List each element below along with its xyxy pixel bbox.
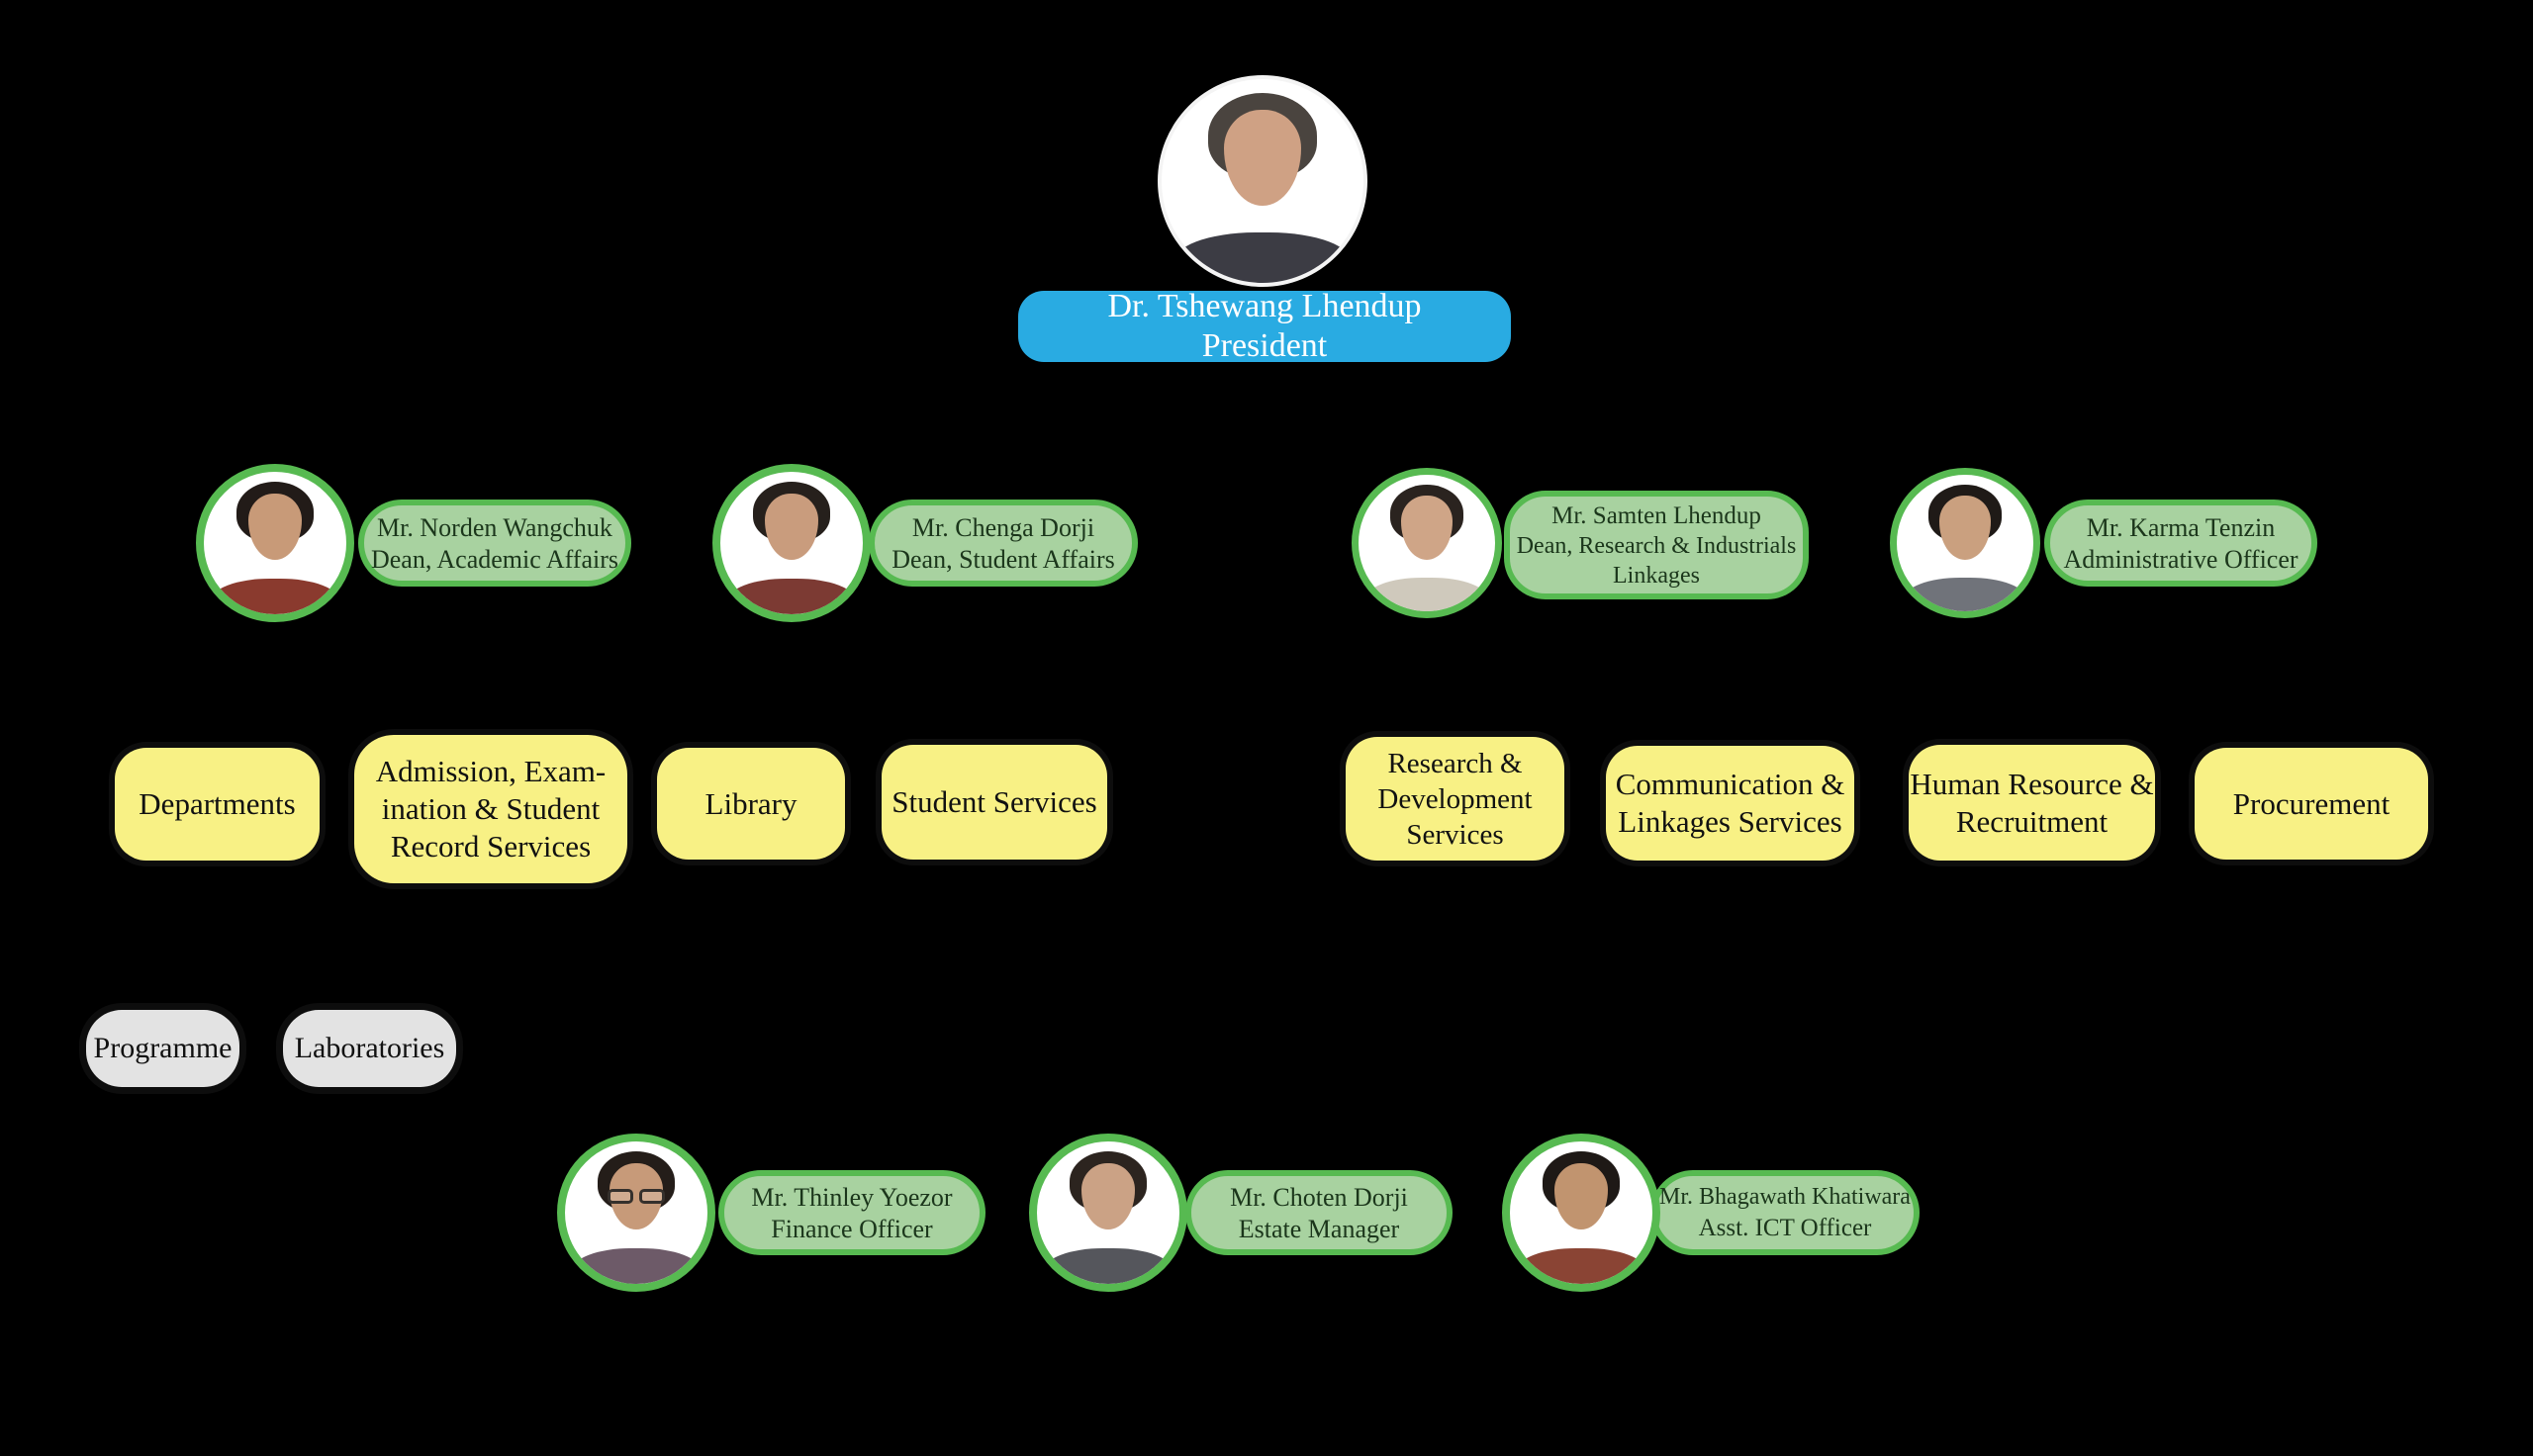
glasses-icon [608,1188,665,1205]
person-title: Estate Manager [1238,1214,1400,1243]
person-title: Linkages [1613,562,1700,589]
unit-box-human-resource: Human Resource & Recruitment [1909,745,2155,861]
person-name: Mr. Chenga Dorji [911,512,1095,542]
unit-box-communication-linkages: Communication & Linkages Services [1606,746,1854,861]
person-title: Administrative Officer [2063,544,2298,574]
person-photo [1890,468,2040,618]
avatar-shoulders [1044,1248,1173,1284]
president-label: Dr. Tshewang Lhendup President [1018,288,1511,364]
avatar-face [764,493,819,561]
unit-label: Procurement [2232,785,2391,821]
person-photo [1502,1134,1660,1292]
subunit-box-programme: Programme [86,1010,239,1087]
avatar-face [1224,109,1301,206]
avatar-shoulders [1517,1248,1645,1284]
subunit-label: Programme [93,1032,233,1064]
unit-box-departments: Departments [115,748,320,861]
person-photo [557,1134,715,1292]
unit-box-procurement: Procurement [2195,748,2428,860]
person-name: Mr. Bhagawath Khatiwara [1659,1184,1911,1210]
avatar-shoulders [572,1248,701,1284]
avatar-face [1080,1162,1136,1230]
subunit-box-laboratories: Laboratories [283,1010,456,1087]
unit-box-admission: Admission, Exam- ination & Student Recor… [354,735,627,883]
unit-label: Services [1406,818,1504,851]
person-label: Mr. Norden Wangchuk Dean, Academic Affai… [358,500,631,587]
avatar-shoulders [211,579,339,614]
avatar-face [1938,495,1992,560]
person-title: Asst. ICT Officer [1698,1215,1872,1241]
avatar-shoulders [1364,577,1489,611]
person-title: Dean, Research & Industrials [1516,532,1797,559]
unit-label: Student Services [891,784,1097,819]
president-photo [1158,75,1367,287]
unit-label: Research & [1387,747,1523,779]
person-name: Mr. Samten Lhendup [1551,501,1761,529]
person-label: Mr. Chenga Dorji Dean, Student Affairs [869,500,1138,587]
person-title: Dean, Academic Affairs [370,544,619,574]
person-name: Dr. Tshewang Lhendup [1107,288,1422,324]
unit-label: Library [704,785,797,821]
person-label: Mr. Bhagawath Khatiwara Asst. ICT Office… [1650,1170,1920,1255]
person-name: Mr. Choten Dorji [1230,1182,1408,1212]
person-title: Dean, Student Affairs [891,544,1115,574]
person-label: Mr. Samten Lhendup Dean, Research & Indu… [1504,491,1809,599]
subunit-label: Laboratories [294,1032,445,1064]
unit-box-library: Library [657,748,845,860]
unit-label: Human Resource & [1910,766,2154,801]
person-label: Mr. Karma Tenzin Administrative Officer [2044,500,2317,587]
avatar-shoulders [1903,577,2027,611]
unit-label: Admission, Exam- [375,754,607,788]
unit-label: Development [1377,782,1533,815]
avatar-face [1553,1162,1609,1230]
unit-label: Recruitment [1955,803,2109,839]
unit-label: Communication & [1615,767,1845,801]
person-title: President [1201,327,1328,364]
person-name: Mr. Karma Tenzin [2086,512,2276,542]
person-name: Mr. Thinley Yoezor [751,1182,953,1212]
unit-label: Linkages Services [1618,804,1842,839]
person-photo [1029,1134,1187,1292]
person-title: Finance Officer [771,1214,933,1243]
unit-label: Record Services [390,829,592,864]
person-photo [196,464,354,622]
unit-label: ination & Student [381,791,601,826]
person-name: Mr. Norden Wangchuk [377,512,612,542]
unit-label: Departments [139,786,296,821]
person-photo [1352,468,1502,618]
person-photo [712,464,871,622]
unit-box-student-services: Student Services [882,745,1107,860]
person-label: Mr. Thinley Yoezor Finance Officer [718,1170,985,1255]
avatar-face [609,1162,664,1230]
person-label: Mr. Choten Dorji Estate Manager [1185,1170,1453,1255]
avatar-face [1400,495,1454,560]
unit-box-research-development: Research & Development Services [1346,737,1564,861]
avatar-face [247,493,303,561]
avatar-shoulders [1172,231,1354,283]
avatar-shoulders [727,579,856,614]
